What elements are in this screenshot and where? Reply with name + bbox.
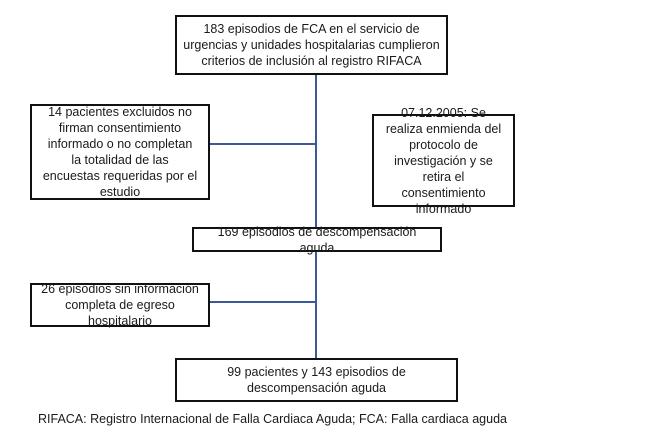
connector-exclusion-1: [210, 143, 316, 145]
connector-main-vertical: [315, 75, 317, 358]
box-missing-discharge: 26 episodios sin información completa de…: [30, 282, 210, 328]
footnote: RIFACA: Registro Internacional de Falla …: [38, 412, 507, 426]
box-amendment-note: 07.12.2005: Se realiza enmienda del prot…: [372, 106, 515, 216]
connector-exclusion-2: [210, 301, 316, 303]
box-acute-episodes: 169 episodios de descompensación aguda: [192, 225, 442, 255]
box-inclusion: 183 episodios de FCA en el servicio de u…: [175, 15, 448, 75]
box-excluded-patients: 14 pacientes excluidos no firman consent…: [30, 104, 210, 200]
box-final-sample: 99 pacientes y 143 episodios de descompe…: [175, 358, 458, 402]
